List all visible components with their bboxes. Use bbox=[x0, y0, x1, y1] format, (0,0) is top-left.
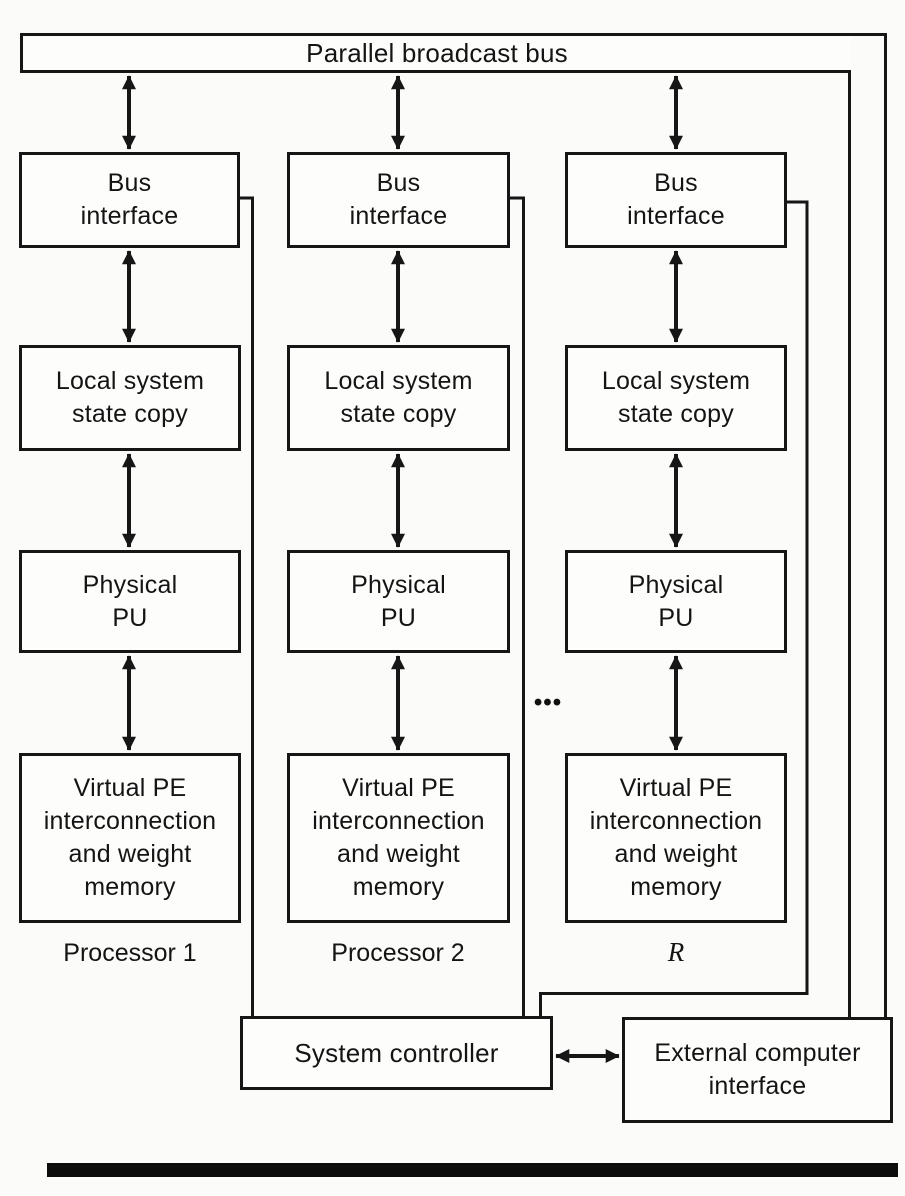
processor-label-1: Processor 1 bbox=[63, 939, 197, 967]
connector-line-processor-1 bbox=[239, 196, 254, 1017]
local-state-label-2: Local system state copy bbox=[324, 367, 473, 428]
virtual-pe-label-3: Virtual PE interconnection and weight me… bbox=[589, 774, 763, 901]
virtual-pe-box-3: Virtual PE interconnection and weight me… bbox=[565, 753, 787, 923]
local-state-box-2: Local system state copy bbox=[287, 345, 510, 451]
physical-pu-box-1: Physical PU bbox=[19, 550, 241, 653]
physical-pu-label-1: Physical PU bbox=[82, 570, 178, 632]
bus-interface-box-3: Bus interface bbox=[565, 152, 787, 248]
parallel-broadcast-bus-box: Parallel broadcast bus bbox=[20, 33, 851, 73]
processor-label-2: Processor 2 bbox=[331, 939, 465, 967]
physical-pu-box-2: Physical PU bbox=[287, 550, 510, 653]
bus-right-outer-line bbox=[849, 33, 887, 1018]
system-controller-box: System controller bbox=[240, 1016, 553, 1090]
bottom-rule-bar bbox=[47, 1163, 898, 1177]
bus-interface-box-2: Bus interface bbox=[287, 152, 510, 248]
ellipsis-dots: ••• bbox=[533, 689, 563, 716]
local-state-box-3: Local system state copy bbox=[565, 345, 787, 451]
local-state-label-1: Local system state copy bbox=[55, 367, 205, 428]
virtual-pe-box-2: Virtual PE interconnection and weight me… bbox=[287, 753, 510, 923]
physical-pu-label-2: Physical PU bbox=[351, 570, 446, 632]
physical-pu-label-3: Physical PU bbox=[628, 570, 724, 632]
virtual-pe-label-1: Virtual PE interconnection and weight me… bbox=[43, 774, 217, 901]
external-interface-box: External computer interface bbox=[622, 1017, 893, 1123]
bus-interface-label-2: Bus interface bbox=[349, 169, 448, 230]
virtual-pe-box-1: Virtual PE interconnection and weight me… bbox=[19, 753, 241, 923]
local-state-box-1: Local system state copy bbox=[19, 345, 241, 451]
processor-label-r: R bbox=[667, 937, 685, 967]
external-interface-label: External computer interface bbox=[654, 1039, 861, 1100]
local-state-label-3: Local system state copy bbox=[601, 367, 751, 428]
bus-interface-box-1: Bus interface bbox=[19, 152, 240, 248]
physical-pu-box-3: Physical PU bbox=[565, 550, 787, 653]
connector-line-processor-2 bbox=[509, 196, 525, 1017]
bus-interface-label-3: Bus interface bbox=[627, 169, 725, 230]
system-controller-label: System controller bbox=[294, 1037, 499, 1068]
virtual-pe-label-2: Virtual PE interconnection and weight me… bbox=[312, 774, 485, 901]
bus-label: Parallel broadcast bus bbox=[306, 37, 568, 68]
bus-interface-label-1: Bus interface bbox=[80, 169, 179, 230]
